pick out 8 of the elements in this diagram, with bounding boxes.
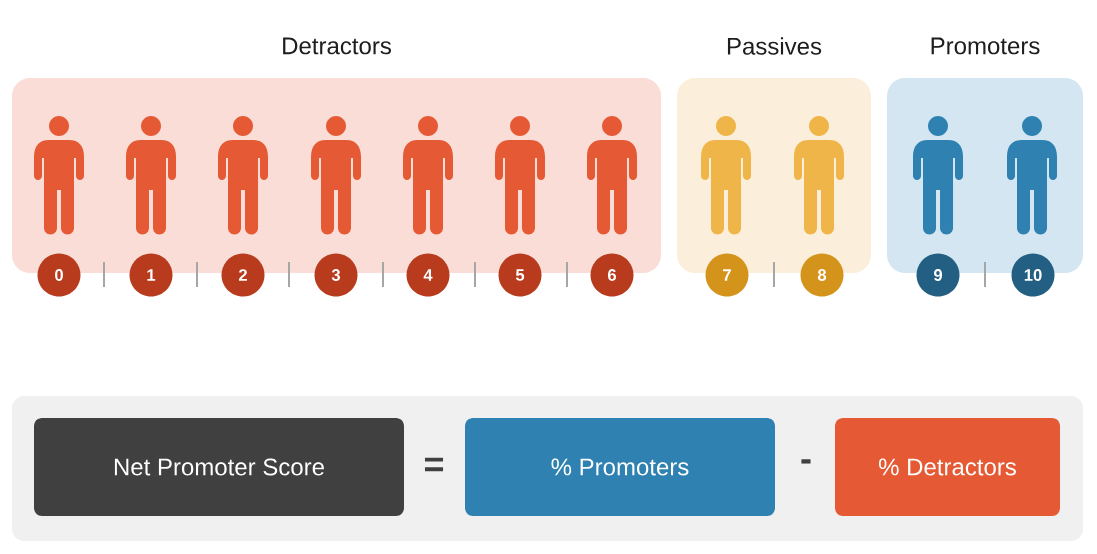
operator-sign: - bbox=[801, 459, 811, 464]
formula-box: % Detractors bbox=[835, 418, 1060, 516]
group-heading: Passives bbox=[727, 37, 822, 55]
group-heading: Promoters bbox=[931, 37, 1040, 55]
formula-box: Net Promoter Score bbox=[34, 418, 404, 516]
formula-box: % Promoters bbox=[465, 418, 775, 516]
operator-sign: = bbox=[425, 457, 444, 472]
group-heading: Detractors bbox=[283, 37, 391, 55]
